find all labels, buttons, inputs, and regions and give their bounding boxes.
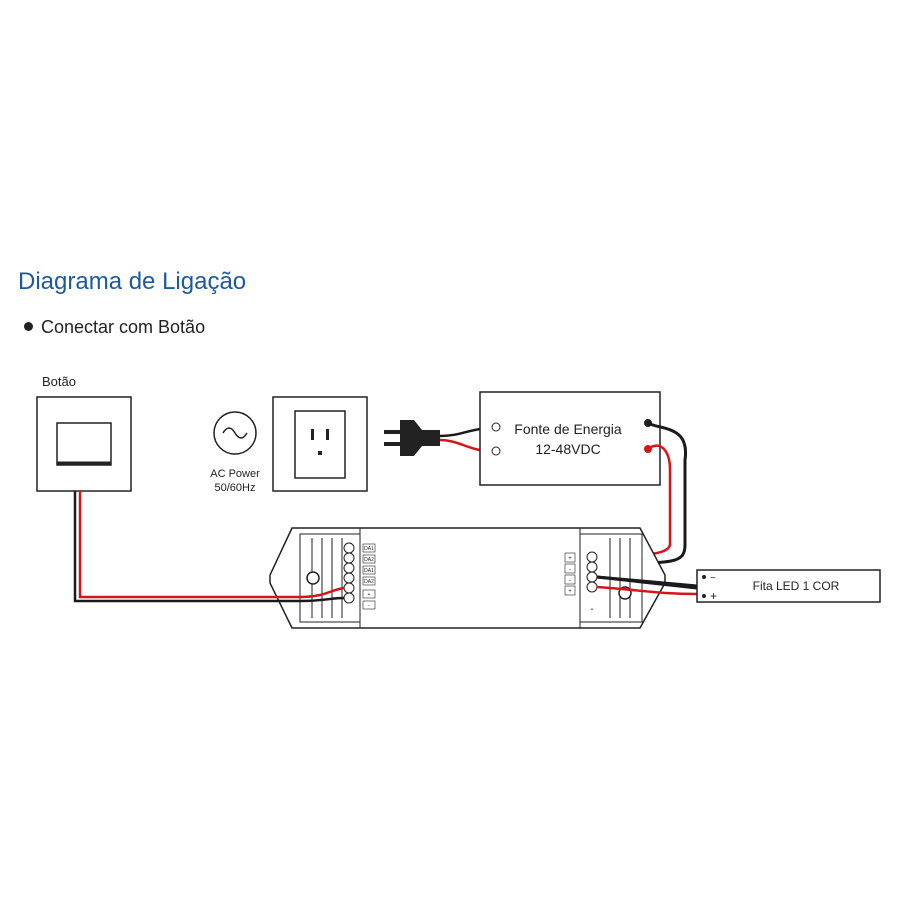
led-strip <box>696 569 881 603</box>
wall-outlet-icon <box>272 396 368 492</box>
psu-label-1: Fonte de Energia <box>514 421 622 437</box>
push-button-switch <box>36 396 132 492</box>
power-supply <box>479 391 661 486</box>
bullet-icon <box>24 321 33 331</box>
terminal-led-minus: - <box>569 578 571 584</box>
page-title: Diagrama de Ligação <box>18 268 247 295</box>
terminal-power-plus: + <box>568 556 572 562</box>
terminal-da2: DA2 <box>364 557 374 563</box>
terminal-da2-b: DA2 <box>364 579 374 585</box>
controller-right-terminal-labels: + - - + - <box>564 552 594 615</box>
terminal-da1-b: DA1 <box>364 568 374 574</box>
subtitle: Conectar com Botão <box>24 317 205 338</box>
controller-left-terminal-labels: DA1 DA2 DA1 DA2 + - <box>362 543 376 610</box>
minus-mark: - <box>590 604 593 615</box>
terminal-da1: DA1 <box>364 546 374 552</box>
terminal-led-plus: + <box>568 589 572 595</box>
ac-label-2: 50/60Hz <box>215 482 256 494</box>
led-minus-label: − <box>710 573 716 584</box>
led-strip-label: Fita LED 1 COR <box>753 579 840 593</box>
switch-label: Botão <box>42 374 76 389</box>
ac-label-1: AC Power <box>210 468 260 480</box>
led-plus-label: + <box>710 589 717 603</box>
terminal-plus: + <box>368 592 371 598</box>
power-plug-icon <box>384 420 440 456</box>
subtitle-text: Conectar com Botão <box>41 317 206 337</box>
terminal-power-minus: - <box>569 567 571 573</box>
psu-label-2: 12-48VDC <box>535 441 600 457</box>
ac-symbol-icon <box>213 411 257 455</box>
terminal-minus: - <box>368 603 370 609</box>
